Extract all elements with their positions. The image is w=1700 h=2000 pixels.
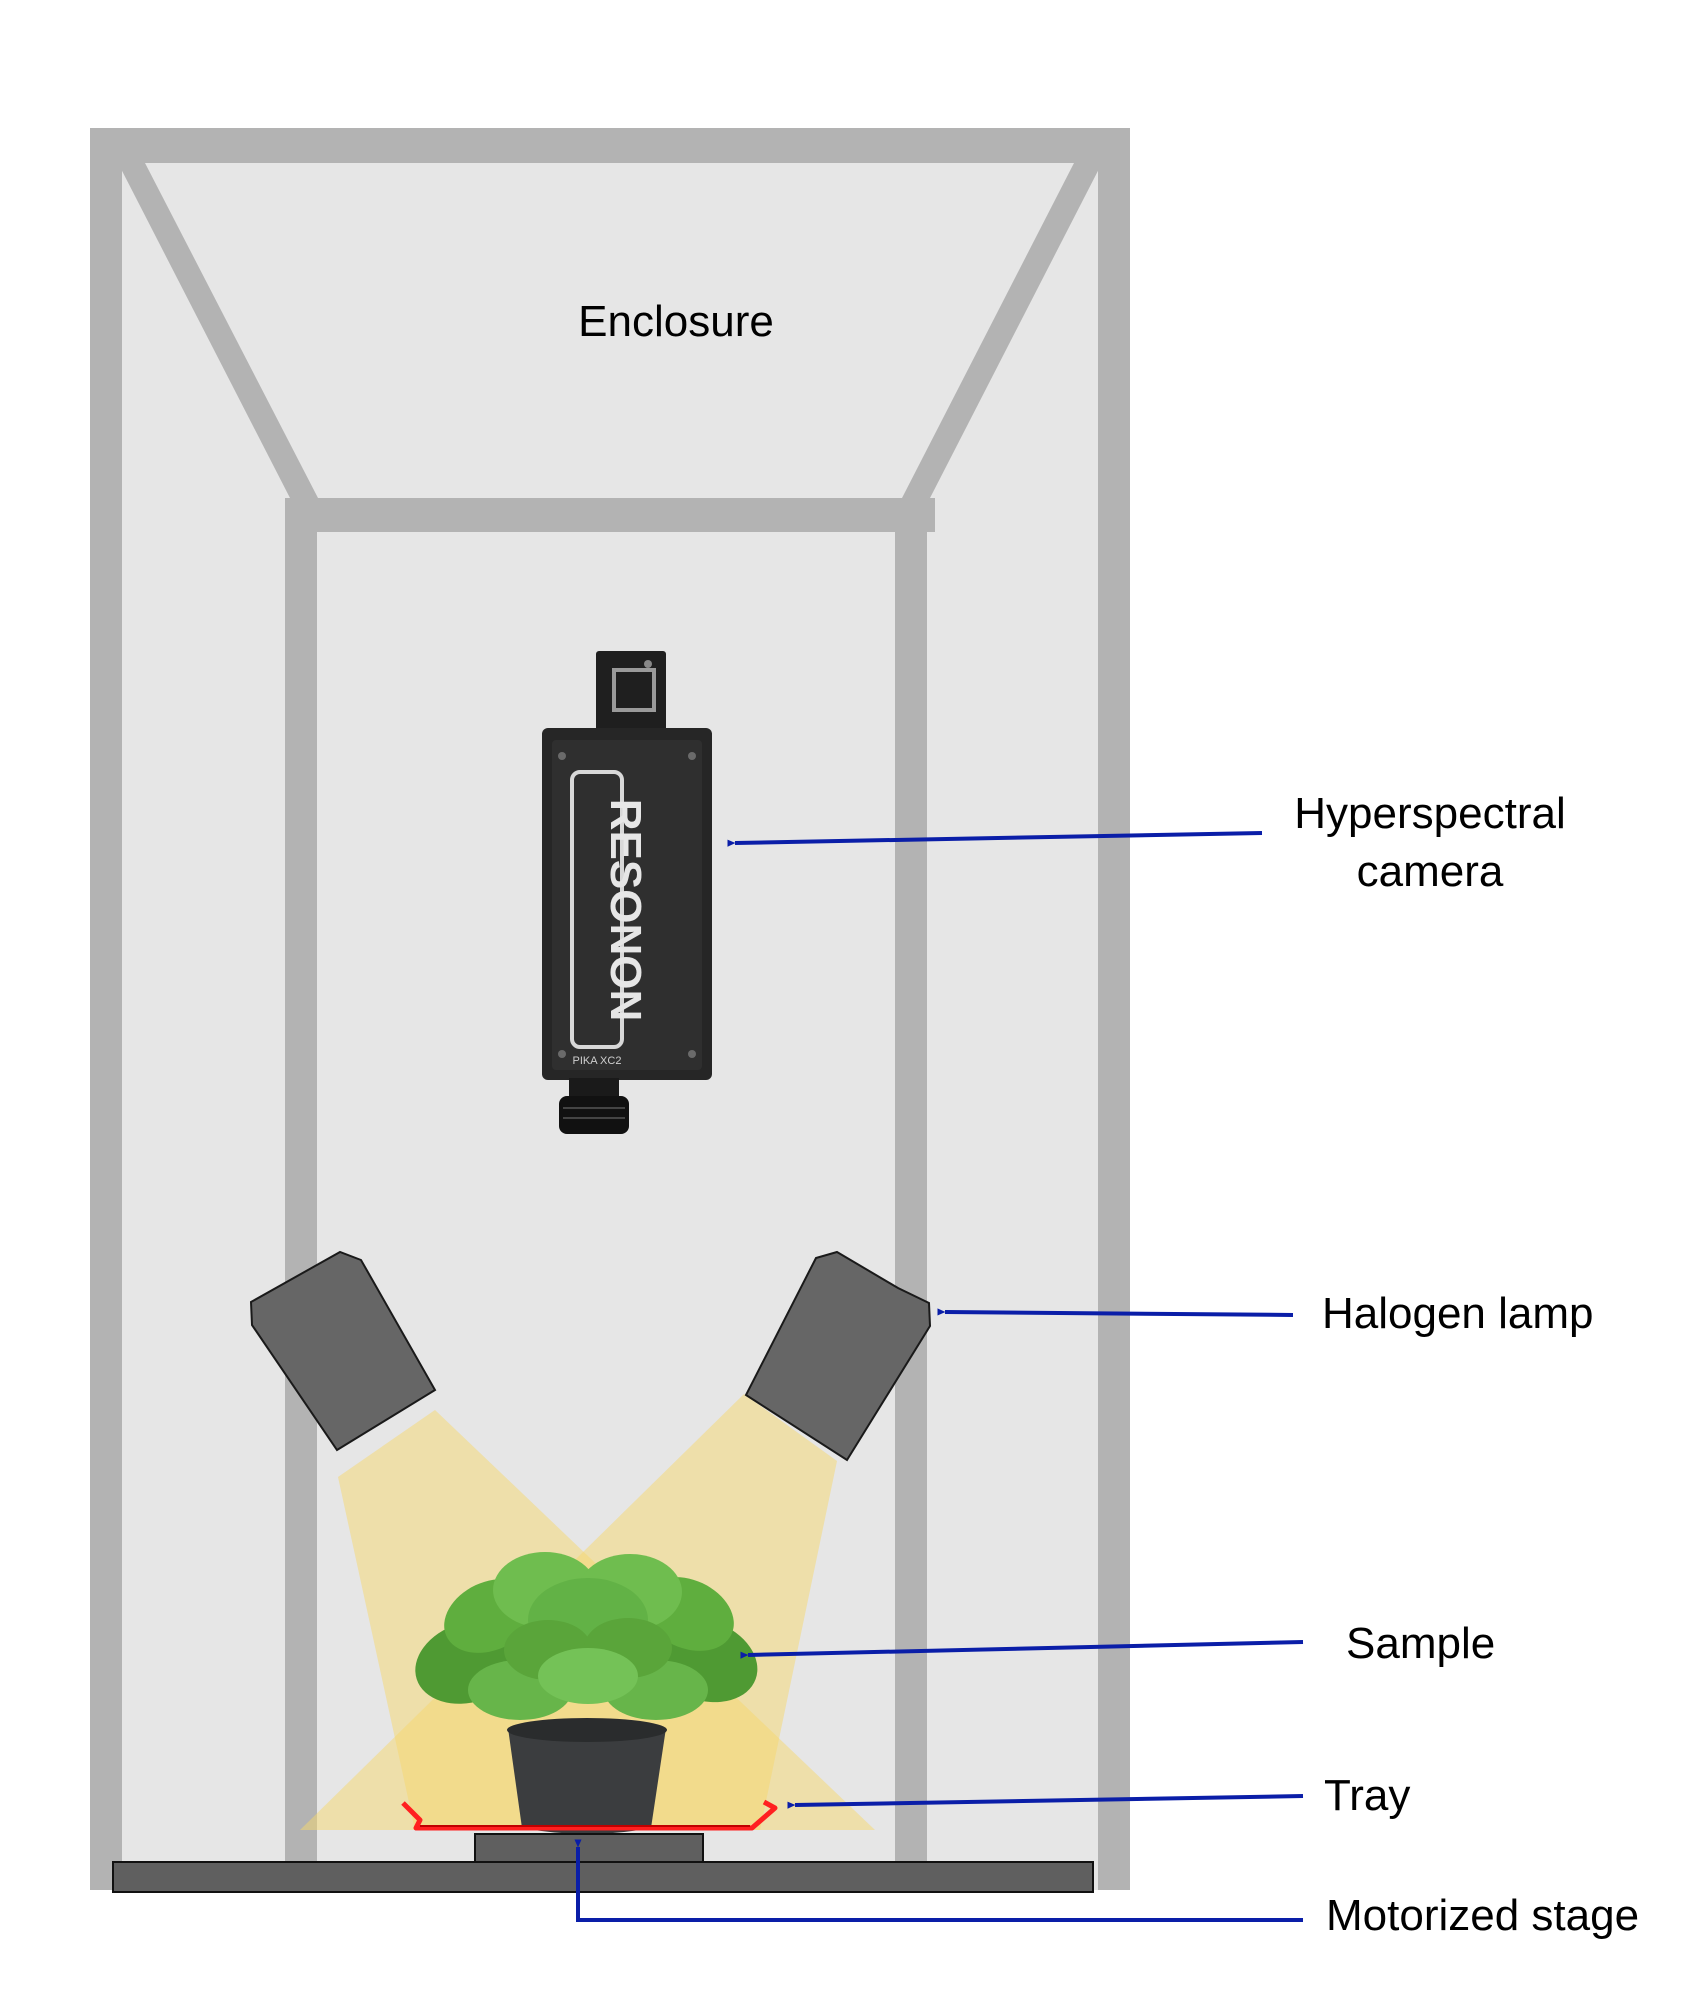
stage-carriage: [474, 1833, 704, 1863]
lamp-label: Halogen lamp: [1322, 1289, 1594, 1338]
camera-brand-text: RESONON: [601, 799, 650, 1021]
camera-mount-bracket: [612, 668, 656, 712]
callout-arrows: [574, 831, 1304, 1922]
lamp-arrow: [937, 1308, 1294, 1317]
plant-sample-icon: [415, 1552, 758, 1834]
enclosure-inner-right-post: [895, 498, 927, 1890]
camera-arrow: [727, 831, 1263, 847]
brand-plate: [570, 770, 624, 1049]
camera-screw: [558, 752, 566, 760]
stage-rail: [112, 1861, 1094, 1893]
tray-label: Tray: [1324, 1771, 1410, 1820]
camera-label-line2: camera: [1357, 847, 1504, 896]
camera-lens: [559, 1096, 629, 1134]
halogen-lamp-right: [744, 1250, 932, 1462]
plant-pot: [508, 1728, 666, 1834]
motorized-stage: [112, 1833, 1094, 1893]
enclosure-right-diagonal: [902, 163, 1102, 498]
enclosure-inner-left-post: [285, 498, 317, 1890]
halogen-lamp-icon: [249, 1250, 932, 1462]
camera-lens-collar: [569, 1078, 619, 1100]
stage-arrow: [574, 1839, 1303, 1922]
camera-screw: [688, 1050, 696, 1058]
enclosure-crossbar: [285, 498, 935, 532]
stage-label: Motorized stage: [1326, 1891, 1639, 1940]
camera-mount-screw: [644, 660, 652, 668]
camera-model-text: PIKA XC2: [573, 1055, 622, 1067]
camera-screw: [558, 1050, 566, 1058]
hyperspectral-camera-icon: RESONON PIKA XC2: [542, 651, 712, 1134]
sample-label: Sample: [1346, 1619, 1495, 1668]
plant-pot-rim: [507, 1718, 667, 1742]
leaf: [538, 1648, 638, 1704]
sample-arrow: [740, 1640, 1304, 1659]
tray-arrow: [787, 1794, 1304, 1809]
plant-leaves: [415, 1552, 758, 1720]
callout-labels: Hyperspectral camera Halogen lamp Sample…: [1294, 789, 1639, 1940]
camera-face: [552, 740, 702, 1070]
halogen-lamp-left: [249, 1250, 437, 1452]
tray: [401, 1799, 778, 1831]
enclosure-label: Enclosure: [578, 297, 774, 346]
camera-label-line1: Hyperspectral: [1294, 789, 1565, 838]
enclosure-left-diagonal: [118, 163, 318, 498]
camera-screw: [688, 752, 696, 760]
